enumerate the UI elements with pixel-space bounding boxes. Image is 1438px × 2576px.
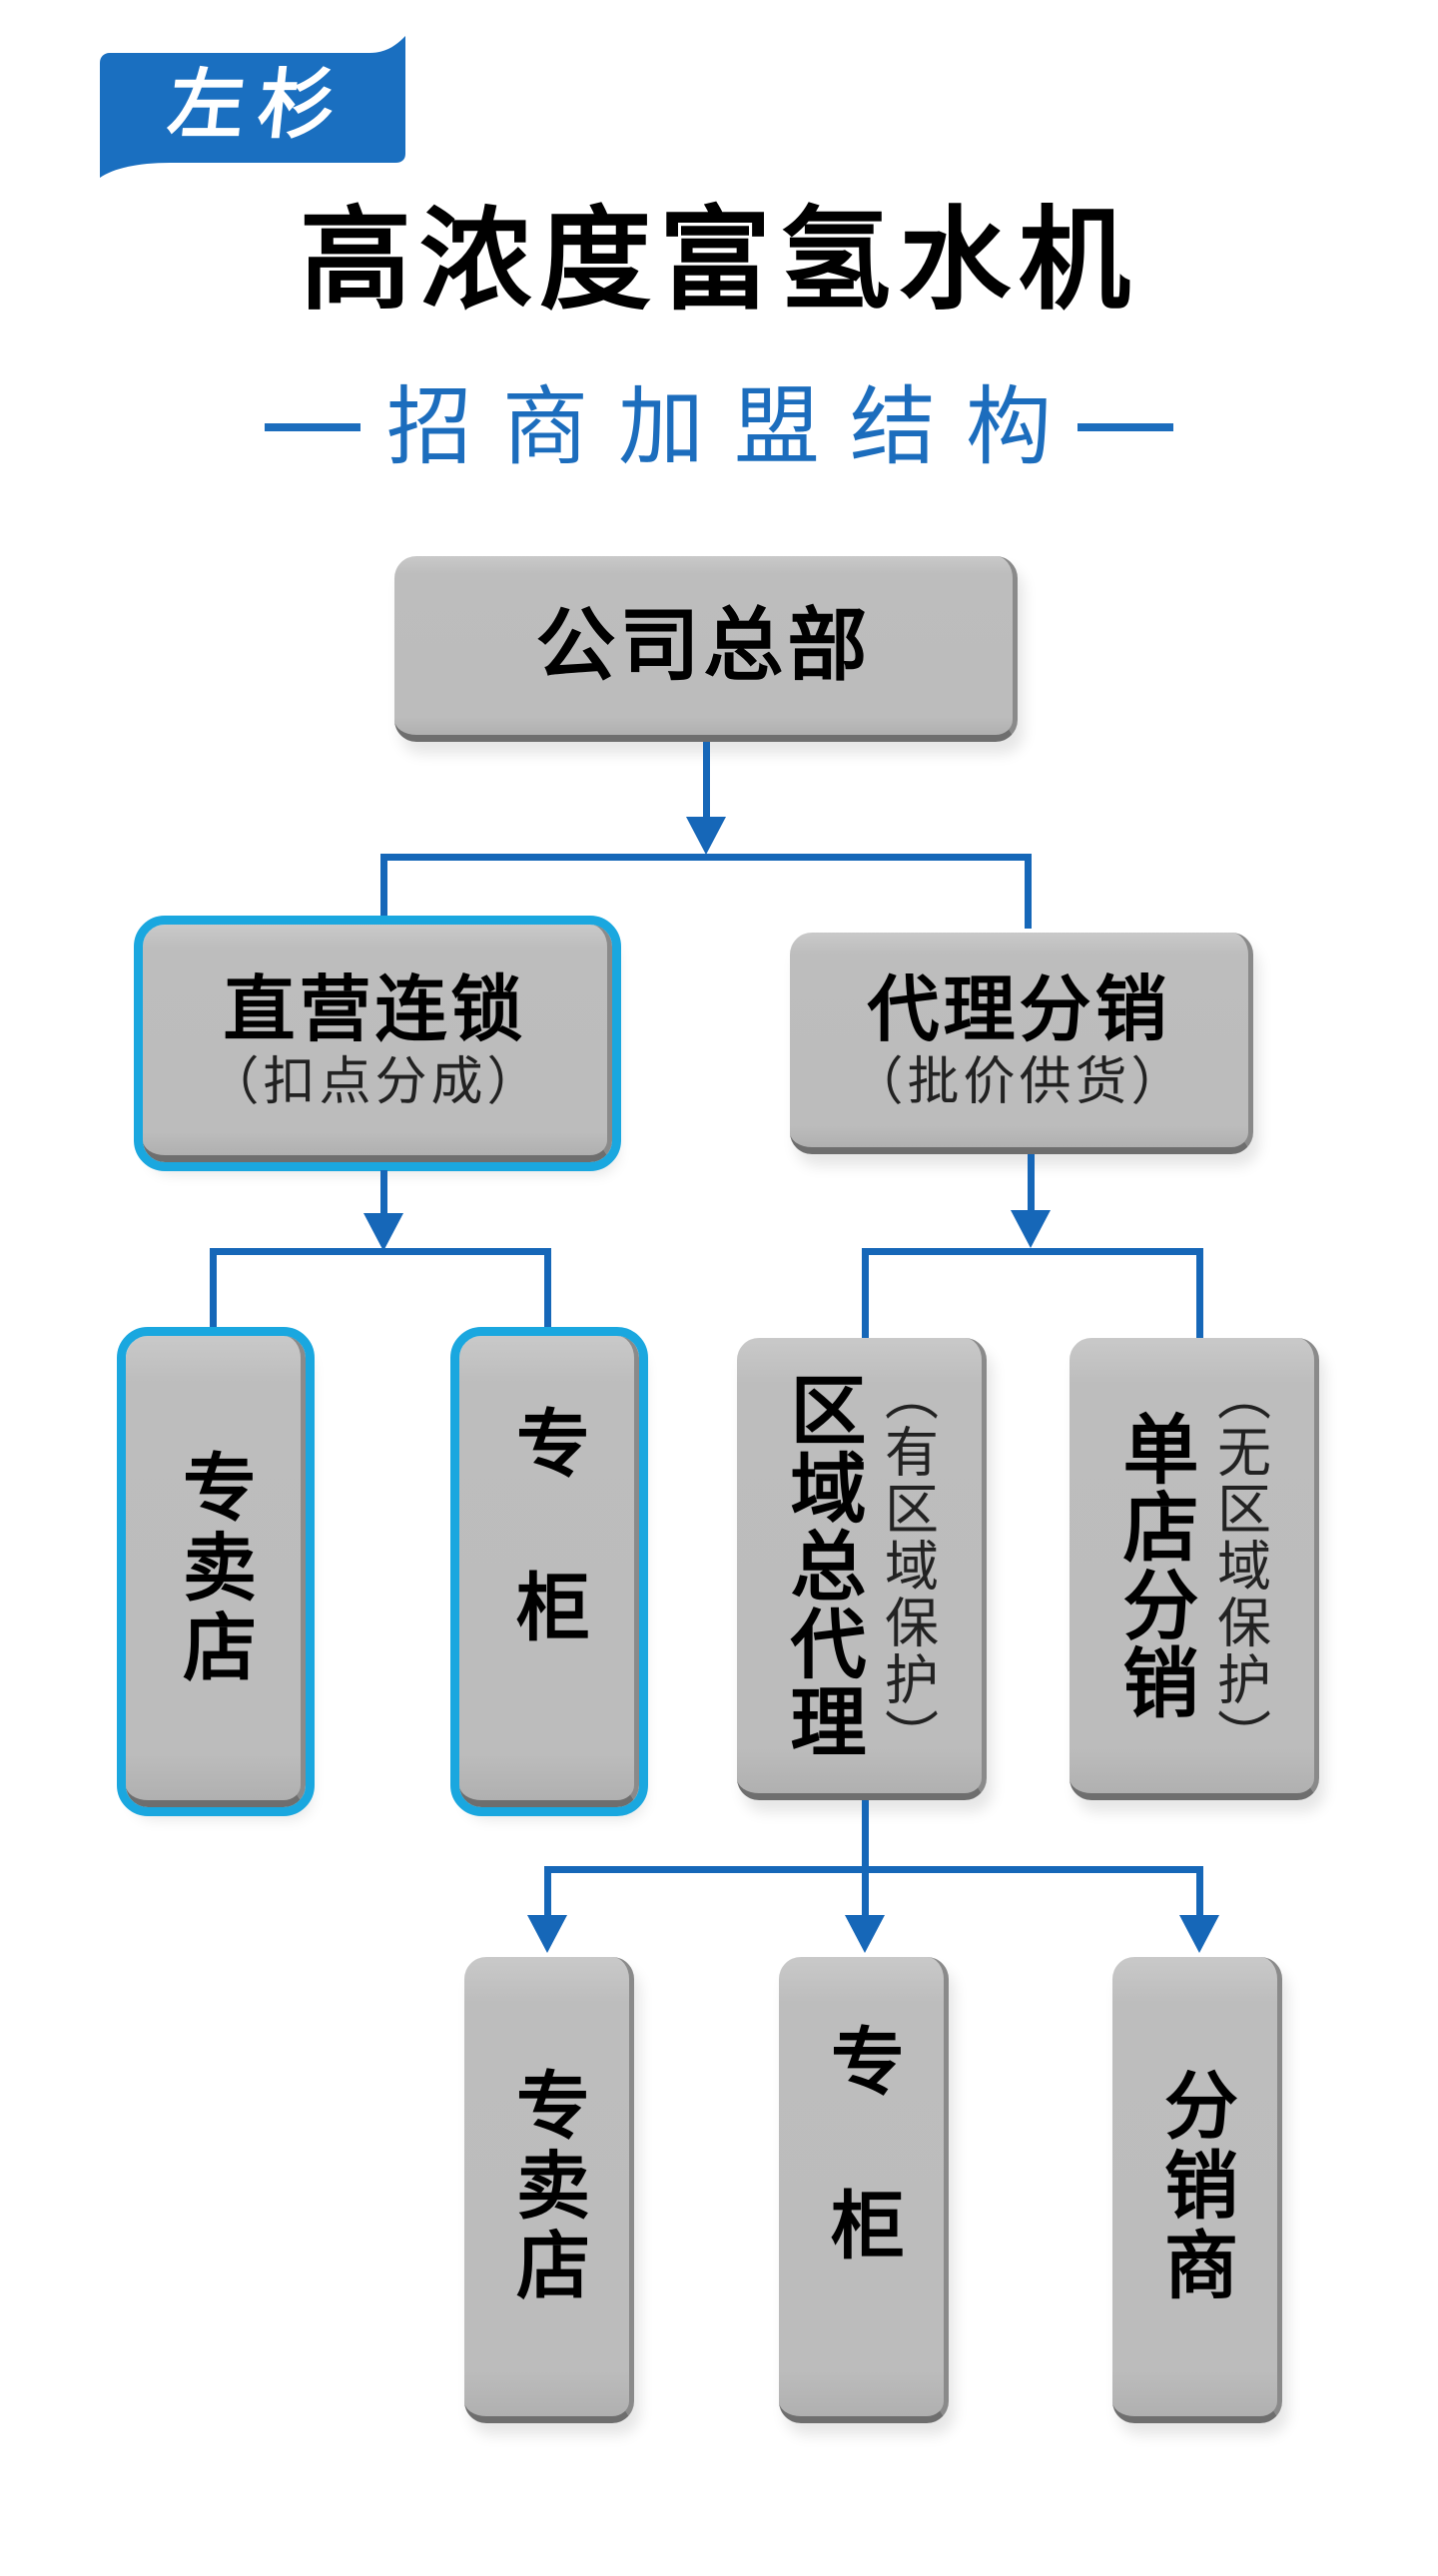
node-note: （批价供货） xyxy=(851,1051,1187,1112)
connector-distribution-down xyxy=(1028,1154,1035,1216)
arrow-down-icon xyxy=(686,817,726,855)
connector-to-bottom-distributor xyxy=(1196,1866,1203,1916)
node-single-store-distribution: 单店分销 （无区域保护） xyxy=(1070,1338,1319,1800)
page-title: 高浓度富氢水机 xyxy=(300,196,1138,325)
node-direct-counter: 专柜 xyxy=(450,1327,648,1816)
node-label: 分销商 xyxy=(1151,2067,1238,2306)
node-label: 区域总代理 xyxy=(777,1371,867,1760)
node-label: 直营连锁 xyxy=(223,966,527,1051)
node-agency-distribution: 代理分销 （批价供货） xyxy=(790,933,1253,1154)
node-headquarters: 公司总部 xyxy=(394,556,1018,742)
arrow-down-icon xyxy=(1179,1915,1219,1953)
connector-to-bottom-store xyxy=(544,1866,551,1916)
node-label: 专卖店 xyxy=(170,1448,257,1688)
connector-to-counter xyxy=(544,1248,551,1328)
node-note: （扣点分成） xyxy=(207,1051,543,1112)
node-label: 专柜 xyxy=(818,2023,905,2350)
connector-right-bar xyxy=(862,1248,1203,1255)
node-label: 代理分销 xyxy=(867,966,1171,1051)
connector-to-bottom-counter xyxy=(862,1866,869,1916)
arrow-down-icon xyxy=(1011,1210,1051,1248)
logo-text: 左杉 xyxy=(164,60,354,149)
node-label: 公司总部 xyxy=(535,598,872,692)
arrow-down-icon xyxy=(845,1915,885,1953)
node-direct-chain: 直营连锁 （扣点分成） xyxy=(134,916,621,1171)
arrow-down-icon xyxy=(363,1213,403,1251)
connector-to-distribution xyxy=(1025,854,1032,929)
connector-regional-down xyxy=(862,1800,869,1920)
node-note: （有区域保护） xyxy=(875,1366,939,1765)
node-agent-counter: 专柜 xyxy=(779,1957,949,2423)
arrow-down-icon xyxy=(527,1915,567,1953)
node-label: 专柜 xyxy=(503,1404,590,1732)
brand-logo: 左杉 xyxy=(100,36,405,178)
connector-direct-down xyxy=(380,1170,387,1220)
node-note: （无区域保护） xyxy=(1207,1366,1271,1765)
connector-to-direct xyxy=(380,854,387,919)
node-agent-store: 专卖店 xyxy=(464,1957,634,2423)
connector-hq-down xyxy=(703,742,710,822)
node-label: 专卖店 xyxy=(503,2067,590,2306)
subtitle-dash-left xyxy=(265,423,360,431)
node-agent-distributor: 分销商 xyxy=(1112,1957,1282,2423)
connector-to-store xyxy=(210,1248,217,1328)
logo-banner-shape xyxy=(100,36,405,178)
connector-level2-bar xyxy=(380,854,1032,861)
subtitle-dash-right xyxy=(1078,423,1173,431)
subtitle-text: 招商加盟结构 xyxy=(386,377,1081,477)
connector-left-bar xyxy=(210,1248,551,1255)
page-subtitle: 招商加盟结构 xyxy=(0,377,1438,477)
connector-to-regional xyxy=(862,1248,869,1338)
connector-to-single-store xyxy=(1196,1248,1203,1338)
node-label: 单店分销 xyxy=(1109,1410,1199,1721)
node-direct-store: 专卖店 xyxy=(117,1327,315,1816)
node-regional-agent: 区域总代理 （有区域保护） xyxy=(737,1338,987,1800)
connector-bottom-bar xyxy=(544,1866,1203,1873)
